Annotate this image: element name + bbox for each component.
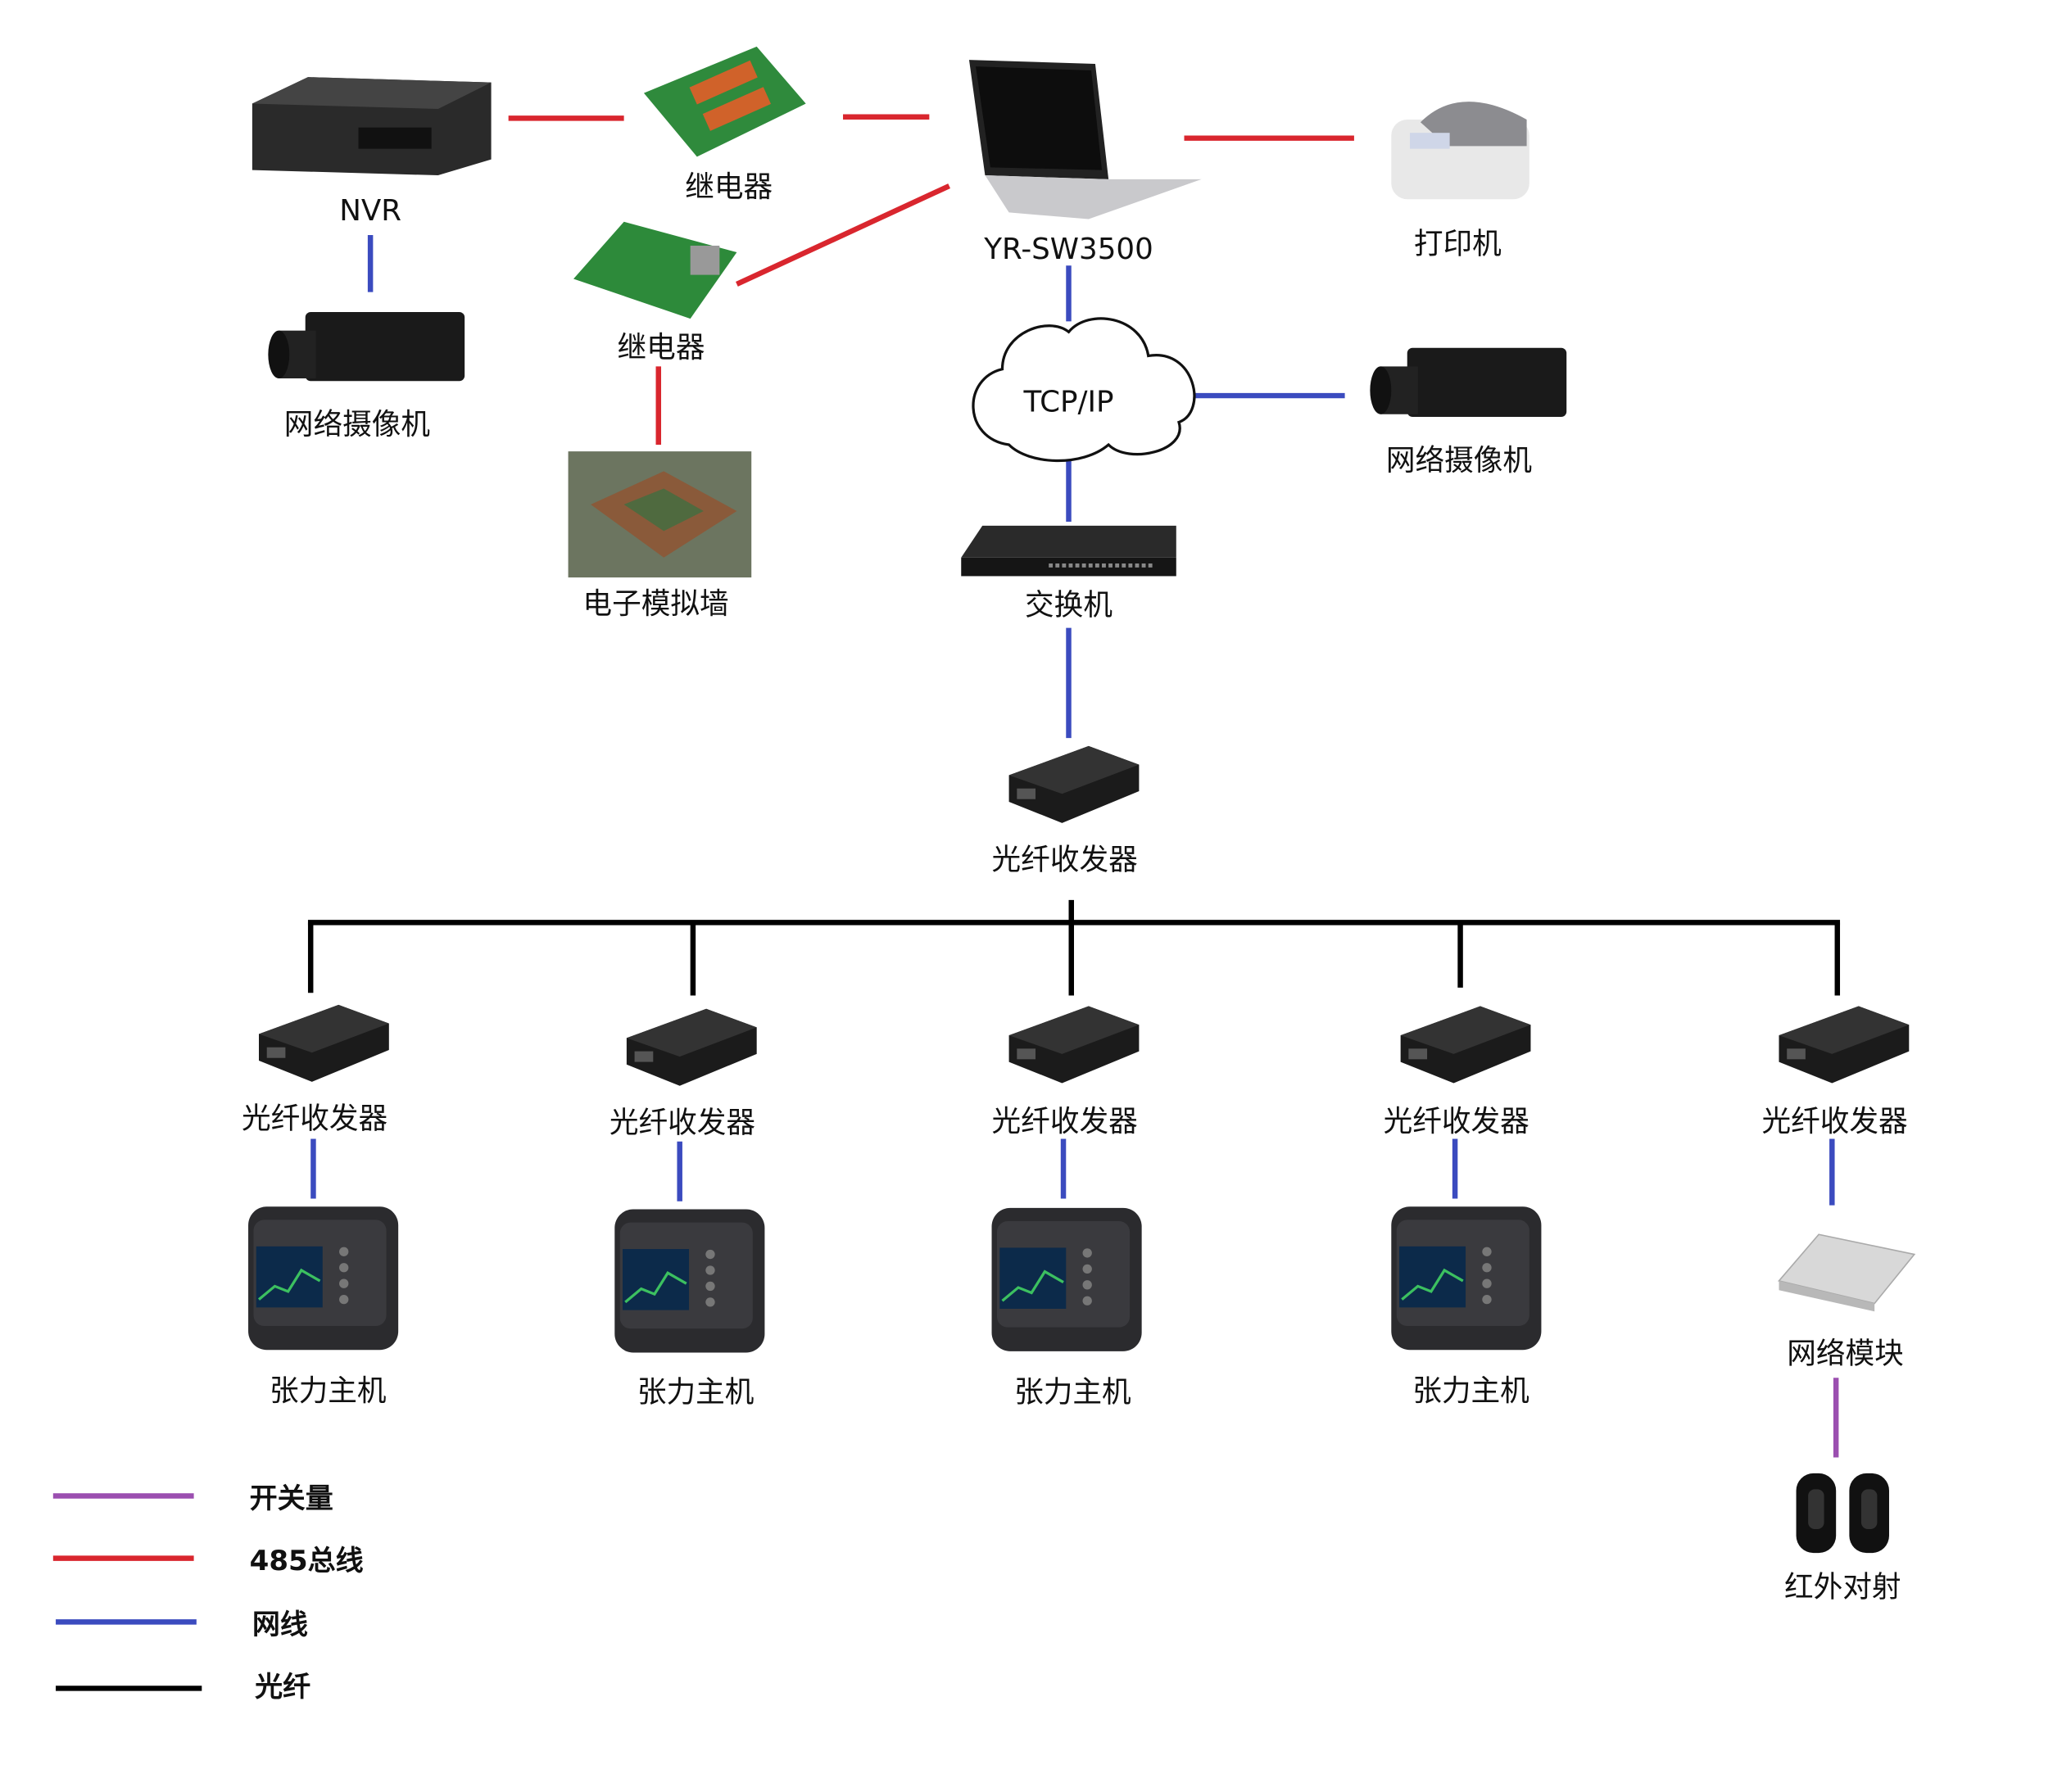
cloud-icon	[972, 317, 1196, 463]
tension-host-icon	[990, 1206, 1144, 1353]
branch-transceiver-label: 光纤收发器	[992, 1105, 1138, 1138]
camera-left-label: 网络摄像机	[284, 408, 430, 441]
relay-top-label: 继电器	[685, 170, 773, 204]
transceiver-icon	[1008, 1006, 1140, 1084]
connections	[307, 114, 1841, 1458]
network-module-label: 网络模块	[1787, 1337, 1904, 1370]
transceiver-icon	[259, 1004, 389, 1082]
printer-icon	[1391, 102, 1529, 200]
legend-label: 485总线	[250, 1545, 364, 1577]
network-label: TCP/IP	[1022, 386, 1113, 419]
transceiver-icon	[626, 1008, 757, 1086]
infrared-beam-icon	[1796, 1473, 1889, 1554]
transceiver-main-label: 光纤收发器	[992, 844, 1138, 877]
transceiver-icon	[1779, 1006, 1910, 1084]
branch-device-label: 张力主机	[270, 1374, 387, 1408]
printer-label: 打印机	[1414, 228, 1502, 261]
simulation-wall-image	[568, 451, 752, 578]
relay-board-icon	[643, 46, 806, 157]
branch-transceiver-label: 光纤收发器	[610, 1106, 755, 1139]
branch-device-label: 张力主机	[1412, 1374, 1529, 1408]
nvr-label: NVR	[339, 194, 401, 228]
legend-label: 光纤	[255, 1671, 310, 1704]
camera-right-label: 网络摄像机	[1386, 444, 1532, 477]
branch-device-label: 张力主机	[1014, 1375, 1131, 1409]
computer-label: YR-SW3500	[983, 233, 1153, 266]
branch-transceiver-label: 光纤收发器	[1384, 1105, 1529, 1138]
camera-right-icon	[1370, 347, 1567, 417]
laptop-icon	[968, 60, 1202, 219]
tension-host-icon	[247, 1205, 400, 1351]
branch-device-label: 张力主机	[637, 1375, 755, 1409]
relay-board-mid-icon	[573, 221, 737, 319]
simulation-wall-label: 电子模拟墙	[582, 587, 728, 621]
branch-transceiver-label: 光纤收发器	[1761, 1105, 1907, 1138]
nvr-device	[252, 77, 492, 176]
legend-label: 开关量	[250, 1482, 333, 1515]
tension-host-icon	[1389, 1205, 1543, 1351]
relay-mid-label: 继电器	[618, 331, 705, 364]
rs485-relay2-computer	[736, 183, 951, 287]
switch-icon	[961, 525, 1176, 577]
switch-label: 交换机	[1025, 588, 1113, 622]
legend: 开关量 485总线 网线 光纤	[52, 1482, 364, 1704]
transceiver-icon	[1400, 1006, 1531, 1084]
infrared-label: 红外对射	[1784, 1571, 1901, 1604]
transceiver-main-icon	[1008, 745, 1140, 823]
branch-transceiver-label: 光纤收发器	[242, 1102, 387, 1136]
camera-left-icon	[268, 311, 465, 382]
legend-label: 网线	[252, 1609, 308, 1641]
tension-host-icon	[613, 1207, 767, 1355]
network-module-icon	[1778, 1233, 1916, 1312]
